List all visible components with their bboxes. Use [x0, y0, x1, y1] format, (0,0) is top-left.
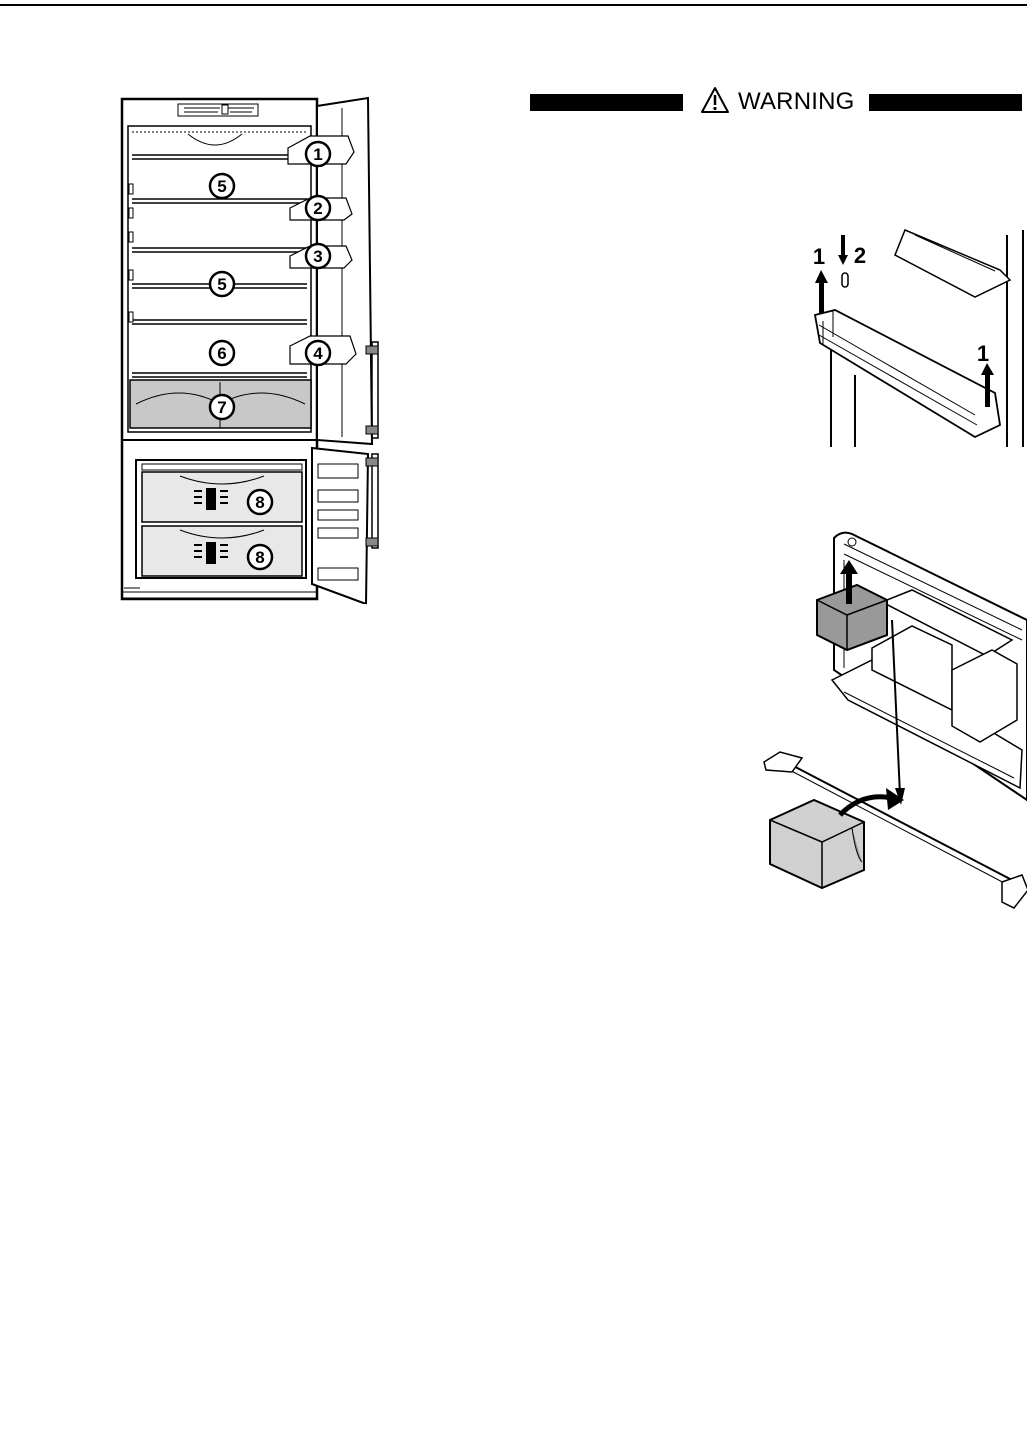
warning-bar-left [530, 94, 683, 111]
svg-text:2: 2 [313, 199, 322, 218]
callout-8-lower: 8 [248, 545, 272, 569]
svg-text:4: 4 [313, 344, 323, 363]
svg-text:8: 8 [255, 493, 264, 512]
top-rule [0, 4, 1027, 6]
callout-2: 2 [306, 196, 330, 220]
svg-text:8: 8 [255, 548, 264, 567]
callout-8-upper: 8 [248, 490, 272, 514]
step-label-1-left: 1 [813, 244, 825, 269]
callout-3: 3 [306, 244, 330, 268]
warning-heading: WARNING [700, 84, 855, 120]
svg-text:5: 5 [217, 275, 226, 294]
fridge-interior-diagram: 1 2 3 4 5 5 6 7 8 8 [110, 92, 390, 604]
door-box-removal-figure [752, 530, 1027, 920]
callout-6: 6 [210, 341, 234, 365]
callout-7: 7 [210, 395, 234, 419]
callout-5-middle: 5 [210, 272, 234, 296]
svg-text:7: 7 [217, 398, 226, 417]
warning-triangle-icon [700, 86, 730, 119]
callout-1: 1 [306, 142, 330, 166]
svg-text:5: 5 [217, 177, 226, 196]
step-label-2: 2 [854, 243, 866, 268]
svg-text:6: 6 [217, 344, 226, 363]
callout-5-top: 5 [210, 174, 234, 198]
arrow-down [838, 235, 848, 265]
warning-bar-right [869, 94, 1022, 111]
callout-4: 4 [306, 341, 330, 365]
arrow-up-left [815, 270, 828, 313]
step-label-1-right: 1 [977, 341, 989, 366]
svg-text:1: 1 [313, 145, 322, 164]
warning-label: WARNING [738, 88, 855, 116]
door-shelf-removal-figure: 1 2 1 [795, 225, 1025, 450]
svg-text:3: 3 [313, 247, 322, 266]
